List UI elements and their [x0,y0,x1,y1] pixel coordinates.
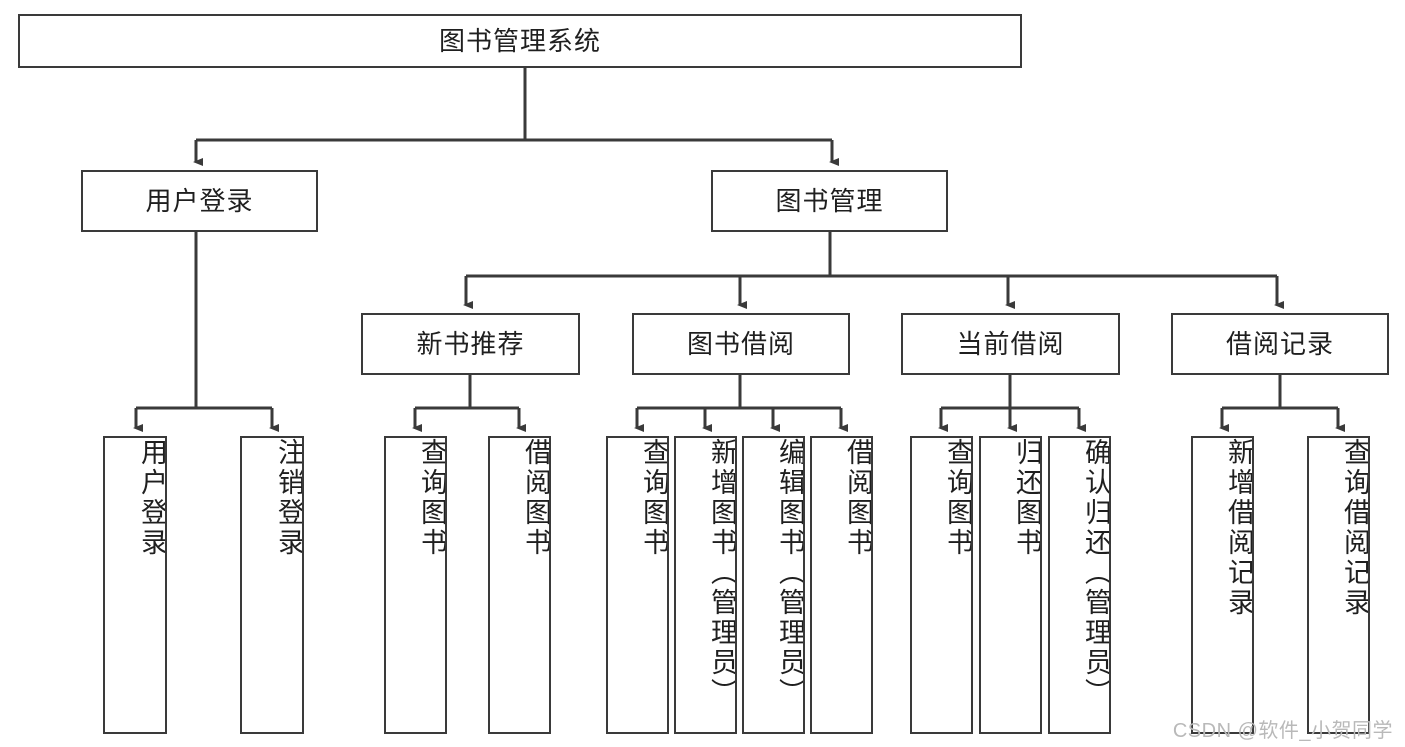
node-label: 图书管理 [775,185,884,216]
node-label: 查询图书 [417,438,447,558]
leaf-borrow-add-book-admin[interactable]: 新增图书（管理员） [674,436,737,734]
leaf-user-login-logout[interactable]: 注销登录 [240,436,304,734]
node-user-login[interactable]: 用户登录 [81,170,318,232]
node-label: 图书借阅 [686,328,795,359]
node-label: 新书推荐 [416,328,525,359]
leaf-user-login-login[interactable]: 用户登录 [103,436,167,734]
node-label: 用户登录 [145,185,254,216]
node-label: 注销登录 [274,438,304,558]
leaf-borrow-borrow-book[interactable]: 借阅图书 [810,436,873,734]
leaf-new-book-borrow[interactable]: 借阅图书 [488,436,551,734]
leaf-borrow-query-book[interactable]: 查询图书 [606,436,669,734]
node-label: 借阅记录 [1225,328,1334,359]
node-label: 查询图书 [943,438,973,558]
node-label: 借阅图书 [843,438,873,558]
node-label: 查询图书 [639,438,669,558]
node-label: 归还图书 [1012,438,1042,558]
leaf-current-return-book[interactable]: 归还图书 [979,436,1042,734]
leaf-record-query-record[interactable]: 查询借阅记录 [1307,436,1370,734]
node-label: 编辑图书（管理员） [775,438,805,708]
node-book-borrow[interactable]: 图书借阅 [632,313,850,375]
node-label: 当前借阅 [956,328,1065,359]
node-label: 确认归还（管理员） [1081,438,1111,708]
node-label: 用户登录 [137,438,167,558]
node-borrow-record[interactable]: 借阅记录 [1171,313,1389,375]
leaf-current-confirm-return-admin[interactable]: 确认归还（管理员） [1048,436,1111,734]
node-label: 新增图书（管理员） [707,438,737,708]
leaf-record-add-record[interactable]: 新增借阅记录 [1191,436,1254,734]
node-book-management[interactable]: 图书管理 [711,170,948,232]
node-label: 图书管理系统 [438,25,601,56]
node-label: 新增借阅记录 [1224,438,1254,618]
leaf-borrow-edit-book-admin[interactable]: 编辑图书（管理员） [742,436,805,734]
node-label: 借阅图书 [521,438,551,558]
node-new-book-recommend[interactable]: 新书推荐 [361,313,580,375]
node-current-borrow[interactable]: 当前借阅 [901,313,1120,375]
node-root-system[interactable]: 图书管理系统 [18,14,1022,68]
leaf-current-query-book[interactable]: 查询图书 [910,436,973,734]
leaf-new-book-query[interactable]: 查询图书 [384,436,447,734]
node-label: 查询借阅记录 [1340,438,1370,618]
